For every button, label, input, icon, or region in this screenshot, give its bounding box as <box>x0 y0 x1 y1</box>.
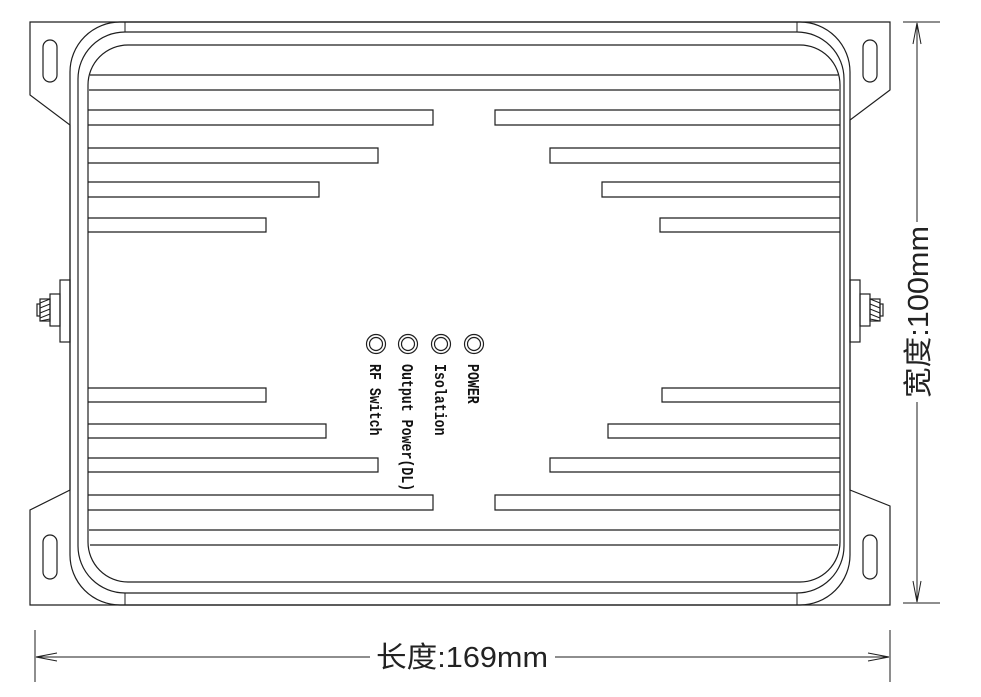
fin-left-6 <box>88 423 327 439</box>
fin-right-4 <box>659 217 840 233</box>
dimension-arrow-right <box>867 652 890 662</box>
led-label-output-power: Output Power(DL) <box>396 364 416 491</box>
mounting-slot-top-right <box>862 39 878 83</box>
led-outer-ring <box>365 333 387 355</box>
led-isolation <box>430 333 452 355</box>
dimension-arrow-bottom <box>912 580 922 603</box>
fin-left-1 <box>88 109 434 126</box>
top-band-ticks <box>124 22 798 32</box>
heatsink-face <box>87 44 841 583</box>
fin-left-4 <box>88 217 267 233</box>
connector-thread-lines <box>39 298 51 322</box>
led-inner-ring <box>433 336 449 352</box>
led-inner-ring <box>400 336 416 352</box>
connector-nut <box>859 293 871 327</box>
connector-flange <box>59 279 71 343</box>
led-label-isolation: Isolation <box>429 364 449 436</box>
fin-left-5 <box>88 387 267 403</box>
fin-right-8 <box>494 494 840 511</box>
fin-top-full <box>89 74 839 91</box>
bottom-band-ticks <box>124 593 798 605</box>
fin-left-2 <box>88 147 379 164</box>
connector-thread-lines <box>869 298 881 322</box>
led-outer-ring <box>397 333 419 355</box>
housing-middle-edge <box>77 31 845 594</box>
connector-pin <box>879 303 884 317</box>
indicator-panel: POWER Isolation Output Power(DL) RF Swit… <box>364 333 485 491</box>
mounting-slot-bottom-right <box>862 534 878 580</box>
fin-right-7 <box>549 457 840 473</box>
led-power <box>463 333 485 355</box>
led-rf-switch <box>365 333 387 355</box>
rf-connector-right <box>849 279 884 343</box>
led-inner-ring <box>368 336 384 352</box>
heatsink-fins <box>88 74 840 546</box>
mounting-slot-top-left <box>42 39 58 83</box>
fin-right-5 <box>661 387 840 403</box>
fin-left-8 <box>88 494 434 511</box>
dimension-arrow-top <box>912 22 922 45</box>
led-inner-ring <box>466 336 482 352</box>
dimension-width: 宽度:100mm <box>902 21 940 604</box>
led-output-power <box>397 333 419 355</box>
fin-right-3 <box>601 181 840 198</box>
fin-left-7 <box>88 457 379 473</box>
dimension-length: 长度:169mm <box>34 630 891 682</box>
dimension-arrow-left <box>35 652 58 662</box>
connector-nut <box>49 293 61 327</box>
fin-bottom-full <box>89 529 839 546</box>
rf-connector-left <box>36 279 71 343</box>
fin-left-3 <box>88 181 320 198</box>
led-outer-ring <box>430 333 452 355</box>
housing-body <box>69 21 851 606</box>
connector-pin <box>36 303 41 317</box>
led-label-rf-switch: RF Switch <box>364 364 384 436</box>
fin-right-1 <box>494 109 840 126</box>
connector-flange <box>849 279 861 343</box>
mounting-slot-bottom-left <box>42 534 58 580</box>
dimension-width-label: 宽度:100mm <box>902 226 935 398</box>
fin-right-6 <box>607 423 840 439</box>
dimension-length-label: 长度:169mm <box>376 641 548 674</box>
fin-right-2 <box>549 147 840 164</box>
led-outer-ring <box>463 333 485 355</box>
led-label-power: POWER <box>462 364 482 405</box>
